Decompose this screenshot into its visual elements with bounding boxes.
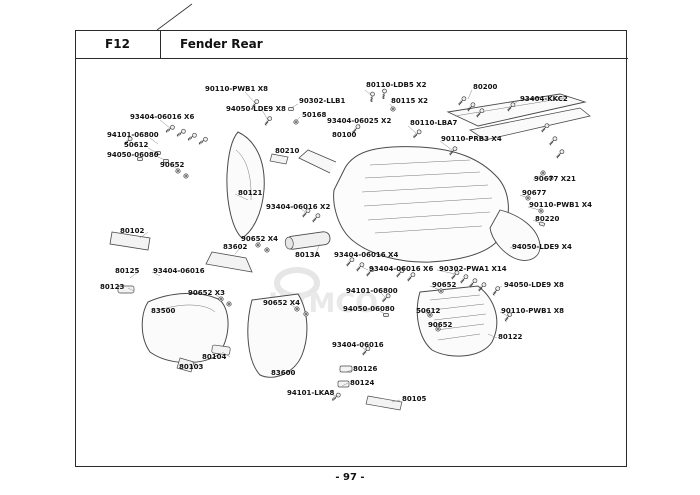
part-80103	[176, 357, 195, 373]
page-number: - 97 -	[335, 472, 365, 483]
left-panel-shape	[141, 292, 229, 364]
kymco-watermark: KYMCO	[268, 267, 378, 319]
rear-rack-shape	[446, 93, 591, 141]
part-80123	[117, 285, 135, 294]
header-cell-divider	[160, 30, 161, 58]
part-80126	[339, 365, 353, 373]
right-panel-shape	[416, 285, 498, 357]
part-80104	[211, 344, 231, 356]
corner-diagonal-line	[156, 3, 193, 31]
left-cover-shape	[226, 131, 265, 239]
right-flare-shape	[489, 209, 541, 261]
bracket-80102	[109, 231, 151, 251]
part-80105	[365, 395, 403, 411]
main-fender-shape	[298, 146, 509, 263]
cylinder-8013a	[284, 231, 331, 250]
part-80124	[337, 380, 350, 388]
header-divider	[75, 58, 628, 59]
funnel-83602	[205, 251, 253, 273]
center-panel-shape	[247, 293, 308, 378]
section-code: F12	[105, 37, 130, 51]
bracket-80210	[269, 153, 289, 165]
page-frame	[75, 30, 627, 467]
page-title: Fender Rear	[180, 37, 263, 51]
